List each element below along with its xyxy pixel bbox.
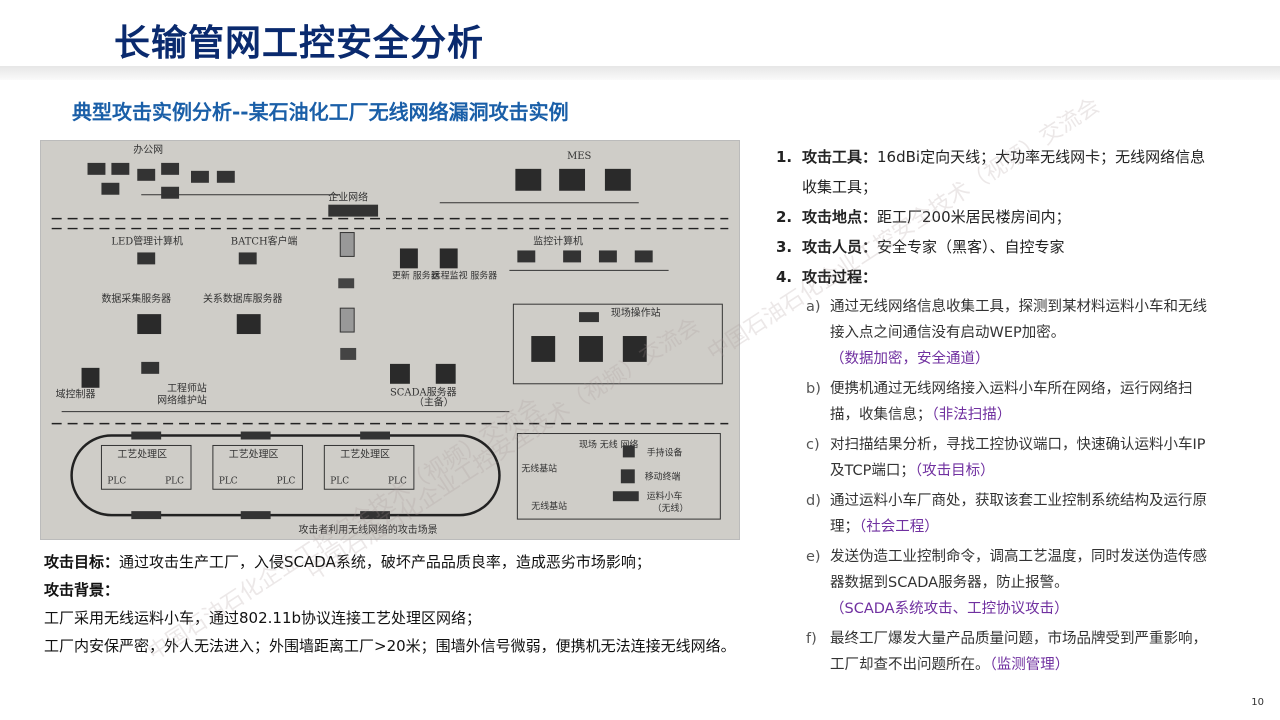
step-text: 对扫描结果分析，寻找工控协议端口，快速确认运料小车IP及TCP端口；	[830, 437, 1206, 479]
label-remote-server: 远程监视 服务器	[432, 269, 497, 281]
attack-background: 攻击目标：通过攻击生产工厂，入侵SCADA系统，破坏产品品质良率，造成恶劣市场影…	[44, 548, 764, 660]
step-text: 便携机通过无线网络接入运料小车所在网络，运行网络扫描，收集信息；	[830, 381, 1193, 423]
item-number: 3.	[776, 238, 793, 256]
label-wireless-bs-2: 无线基站	[531, 500, 567, 512]
step-text: 发送伪造工业控制命令，调高工艺温度，同时发送伪造传感器数据到SCADA服务器，防…	[830, 549, 1207, 591]
title-divider	[0, 66, 1280, 80]
step-letter: c)	[806, 437, 820, 453]
label-handheld: 手持设备	[647, 446, 683, 458]
process-area-label: 工艺处理区	[117, 448, 167, 460]
label-led: LED管理计算机	[111, 234, 183, 247]
item-number: 4.	[776, 268, 793, 286]
item-text: 16dBi定向天线；大功率无线网卡；无线网络信息收集工具；	[802, 148, 1206, 196]
label-field-operator: 现场操作站	[611, 306, 661, 319]
step-letter: f)	[806, 631, 817, 647]
step-letter: e)	[806, 549, 821, 565]
office-computers	[87, 162, 235, 199]
item-label: 攻击工具：	[802, 148, 878, 166]
list-item: 4. 攻击过程：	[776, 262, 1216, 292]
step-tag: （攻击目标）	[914, 463, 995, 479]
step-item: c) 对扫描结果分析，寻找工控协议端口，快速确认运料小车IP及TCP端口；（攻击目…	[806, 432, 1216, 484]
diagram-caption: 攻击者利用无线网络的攻击场景	[298, 523, 437, 536]
plc-label: PLC	[219, 476, 238, 486]
label-net-maint: 网络维护站	[157, 394, 207, 407]
step-letter: b)	[806, 381, 821, 397]
step-tag: （社会工程）	[859, 519, 939, 535]
process-areas: 工艺处理区 PLC PLC 工艺处理区 PLC PLC 工艺处理区 PLC PL…	[100, 444, 415, 490]
label-cart: 运料小车	[647, 490, 683, 502]
process-area-label: 工艺处理区	[340, 448, 390, 460]
step-item: e) 发送伪造工业控制命令，调高工艺温度，同时发送伪造传感器数据到SCADA服务器…	[806, 544, 1216, 622]
enterprise-switch	[328, 204, 379, 217]
plc-label: PLC	[277, 476, 296, 486]
label-data-collection: 数据采集服务器	[101, 292, 171, 305]
mes-servers	[515, 168, 631, 191]
attack-target-line: 攻击目标：通过攻击生产工厂，入侵SCADA系统，破坏产品品质良率，造成恶劣市场影…	[44, 548, 764, 576]
item-text: 安全专家（黑客）、自控专家	[877, 238, 1065, 256]
list-item: 2. 攻击地点：距工厂200米居民楼房间内；	[776, 202, 1216, 232]
list-item: 1. 攻击工具：16dBi定向天线；大功率无线网卡；无线网络信息收集工具；	[776, 142, 1216, 202]
network-diagram-svg: 办公网 MES 企业网络 LED管理计算机 BATCH客户端 更新 服务器 远程…	[41, 141, 739, 539]
step-letter: a)	[806, 299, 821, 315]
step-item: b) 便携机通过无线网络接入运料小车所在网络，运行网络扫描，收集信息；（非法扫描）	[806, 376, 1216, 428]
step-text: 通过无线网络信息收集工具，探测到某材料运料小车和无线接入点之间通信没有启动WEP…	[830, 299, 1207, 341]
step-item: a) 通过无线网络信息收集工具，探测到某材料运料小车和无线接入点之间通信没有启动W…	[806, 294, 1216, 372]
label-relational-db: 关系数据库服务器	[203, 292, 283, 305]
page-number: 10	[1251, 697, 1264, 708]
page-title: 长输管网工控安全分析	[114, 23, 485, 64]
background-line-1: 工厂采用无线运料小车，通过802.11b协议连接工艺处理区网络；	[44, 609, 482, 627]
plc-label: PLC	[165, 476, 184, 486]
step-tag: （数据加密，安全通道）	[830, 351, 990, 367]
section-subtitle: 典型攻击实例分析--某石油化工厂无线网络漏洞攻击实例	[72, 100, 569, 124]
item-number: 1.	[776, 148, 793, 166]
plc-label: PLC	[388, 476, 407, 486]
step-letter: d)	[806, 493, 821, 509]
item-label: 攻击地点：	[802, 208, 878, 226]
label-office-net: 办公网	[133, 143, 163, 156]
label-domain-controller: 域控制器	[56, 388, 96, 401]
label-wireless-bs: 无线基站	[521, 462, 557, 474]
target-text: 通过攻击生产工厂，入侵SCADA系统，破坏产品品质良率，造成恶劣市场影响；	[119, 553, 651, 571]
item-label: 攻击过程：	[802, 268, 878, 286]
background-label: 攻击背景：	[44, 581, 120, 599]
background-line-2: 工厂内安保严密，外人无法进入；外围墙距离工厂>20米；围墙外信号微弱，便携机无法…	[44, 637, 736, 655]
process-area-label: 工艺处理区	[229, 448, 279, 460]
item-number: 2.	[776, 208, 793, 226]
list-item: 3. 攻击人员：安全专家（黑客）、自控专家	[776, 232, 1216, 262]
step-tag: （监测管理）	[989, 657, 1070, 673]
label-monitor: 监控计算机	[533, 234, 583, 247]
network-diagram: 办公网 MES 企业网络 LED管理计算机 BATCH客户端 更新 服务器 远程…	[40, 140, 740, 540]
item-label: 攻击人员：	[802, 238, 878, 256]
label-engineer: 工程师站	[167, 382, 207, 395]
target-label: 攻击目标：	[44, 553, 120, 571]
step-text: 最终工厂爆发大量产品质量问题，市场品牌受到严重影响，工厂却查不出问题所在。	[830, 631, 1207, 673]
label-scada: SCADA服务器	[390, 386, 457, 399]
plc-label: PLC	[107, 476, 126, 486]
label-batch: BATCH客户端	[231, 234, 298, 247]
step-item: f) 最终工厂爆发大量产品质量问题，市场品牌受到严重影响，工厂却查不出问题所在。（…	[806, 626, 1216, 678]
label-cart-wireless: （无线）	[653, 502, 689, 514]
label-scada-primary: （主备）	[414, 396, 454, 409]
attack-details: 1. 攻击工具：16dBi定向天线；大功率无线网卡；无线网络信息收集工具； 2. 攻…	[776, 142, 1216, 682]
step-item: d) 通过运料小车厂商处，获取该套工业控制系统结构及运行原理；（社会工程）	[806, 488, 1216, 540]
label-mes: MES	[567, 151, 591, 162]
item-text: 距工厂200米居民楼房间内；	[877, 208, 1071, 226]
step-tag: （非法扫描）	[931, 407, 1012, 423]
step-text: 通过运料小车厂商处，获取该套工业控制系统结构及运行原理；	[830, 493, 1207, 535]
label-enterprise-net: 企业网络	[328, 191, 368, 204]
label-update-server: 更新 服务器	[392, 269, 440, 281]
label-mobile: 移动终端	[645, 470, 681, 482]
plc-label: PLC	[330, 476, 349, 486]
step-tag: （SCADA系统攻击、工控协议攻击）	[830, 601, 1069, 617]
